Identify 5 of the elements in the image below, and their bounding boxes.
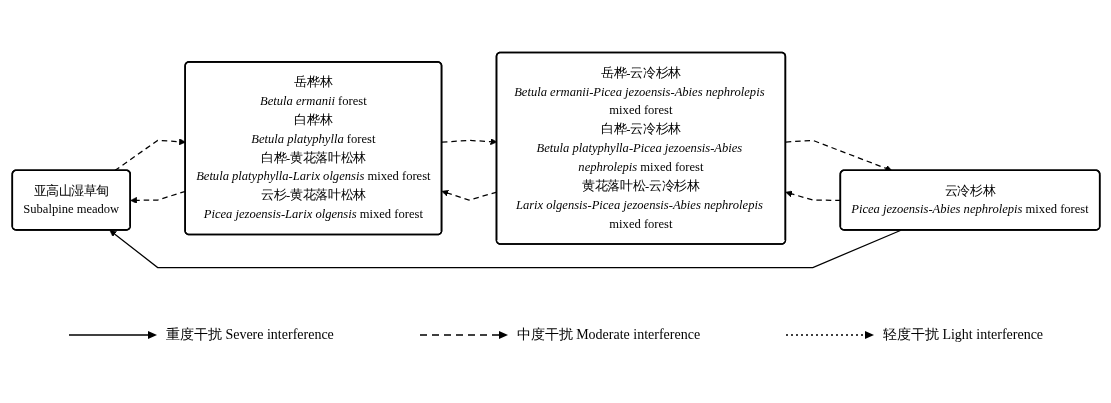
- legend-text: 中度干扰 Moderate interference: [516, 326, 701, 344]
- arrow: [784, 139, 892, 172]
- legend-text: 轻度干扰 Light interference: [882, 326, 1044, 344]
- arrow: [109, 229, 902, 269]
- legend-text: 重度干扰 Severe interference: [165, 326, 334, 344]
